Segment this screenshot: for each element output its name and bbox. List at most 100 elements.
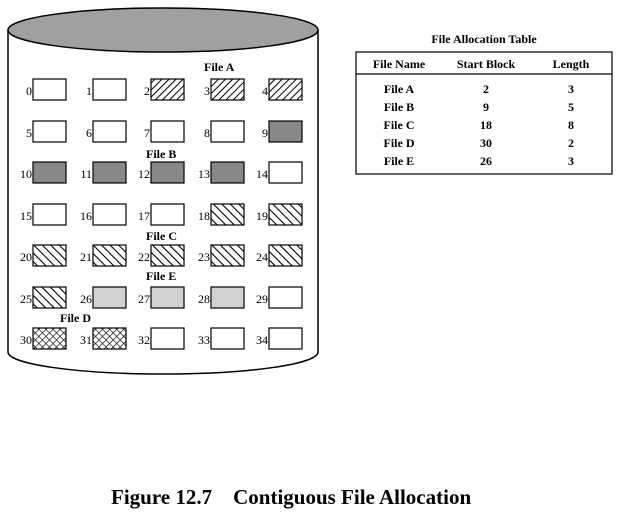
block-number: 32 <box>138 333 150 347</box>
block-number: 3 <box>204 84 210 98</box>
fat-title: File Allocation Table <box>431 32 537 46</box>
cylinder-top <box>7 7 319 53</box>
block-number: 11 <box>80 167 92 181</box>
fat-header-cell: Start Block <box>457 57 516 71</box>
fat-cell: 26 <box>480 154 492 168</box>
block-number: 34 <box>256 333 268 347</box>
disk-block-9 <box>268 120 303 143</box>
disk-block-25 <box>32 286 67 309</box>
fat-cell: 5 <box>568 100 574 114</box>
disk-block-11 <box>92 161 127 184</box>
file-label-c: File C <box>146 229 177 243</box>
block-number: 22 <box>138 250 150 264</box>
block-number: 33 <box>198 333 210 347</box>
block-number: 30 <box>20 333 32 347</box>
fat-cell: File C <box>384 118 415 132</box>
disk-block-12 <box>150 161 185 184</box>
file-allocation-table: File Allocation Table File Name Start Blo… <box>355 32 613 175</box>
fat-cell: File A <box>384 82 415 96</box>
disk-block-16 <box>92 203 127 226</box>
fat-cell: File E <box>384 154 414 168</box>
disk-block-22 <box>150 244 185 267</box>
disk-block-31 <box>92 327 127 350</box>
block-number: 9 <box>262 126 268 140</box>
block-number: 1 <box>86 84 92 98</box>
fat-header-cell: Length <box>553 57 590 71</box>
disk-block-14 <box>268 161 303 184</box>
block-number: 6 <box>86 126 92 140</box>
fat-cell: 3 <box>568 82 574 96</box>
disk-block-17 <box>150 203 185 226</box>
disk-block-23 <box>210 244 245 267</box>
file-label-b: File B <box>146 147 176 161</box>
block-number: 17 <box>138 209 150 223</box>
block-number: 19 <box>256 209 268 223</box>
block-number: 16 <box>80 209 92 223</box>
block-number: 28 <box>198 292 210 306</box>
block-number: 25 <box>20 292 32 306</box>
figure-caption: Figure 12.7 Contiguous File Allocation <box>111 485 471 509</box>
disk-block-20 <box>32 244 67 267</box>
disk-block-15 <box>32 203 67 226</box>
fat-cell: 2 <box>568 136 574 150</box>
block-number: 10 <box>20 167 32 181</box>
fat-cell: File B <box>384 100 414 114</box>
fat-header-cell: File Name <box>373 57 426 71</box>
disk-block-3 <box>210 78 245 101</box>
block-number: 21 <box>80 250 92 264</box>
disk-block-8 <box>210 120 245 143</box>
disk-block-5 <box>32 120 67 143</box>
block-number: 0 <box>26 84 32 98</box>
disk-block-13 <box>210 161 245 184</box>
fat-border <box>355 51 613 175</box>
disk-block-32 <box>150 327 185 350</box>
disk-block-0 <box>32 78 67 101</box>
fat-cell: 9 <box>483 100 489 114</box>
fat-cell: 18 <box>480 118 492 132</box>
block-number: 31 <box>80 333 92 347</box>
disk-block-21 <box>92 244 127 267</box>
block-number: 23 <box>198 250 210 264</box>
file-label-a: File A <box>204 60 235 74</box>
disk-block-26 <box>92 286 127 309</box>
block-number: 2 <box>144 84 150 98</box>
fat-cell: 2 <box>483 82 489 96</box>
block-number: 12 <box>138 167 150 181</box>
block-number: 13 <box>198 167 210 181</box>
block-number: 5 <box>26 126 32 140</box>
block-number: 26 <box>80 292 92 306</box>
block-number: 18 <box>198 209 210 223</box>
disk-block-33 <box>210 327 245 350</box>
file-label-d: File D <box>60 311 91 325</box>
block-number: 27 <box>138 292 150 306</box>
disk-block-18 <box>210 203 245 226</box>
disk-block-6 <box>92 120 127 143</box>
disk-block-19 <box>268 203 303 226</box>
disk-block-4 <box>268 78 303 101</box>
file-labels: File A File B File C File E File D <box>60 60 235 325</box>
block-number: 15 <box>20 209 32 223</box>
fat-cell: 8 <box>568 118 574 132</box>
disk-block-27 <box>150 286 185 309</box>
disk-cylinder <box>7 7 319 375</box>
block-number: 8 <box>204 126 210 140</box>
disk-block-10 <box>32 161 67 184</box>
disk-block-1 <box>92 78 127 101</box>
disk-block-28 <box>210 286 245 309</box>
block-number: 20 <box>20 250 32 264</box>
block-number: 14 <box>256 167 268 181</box>
fat-cell: 3 <box>568 154 574 168</box>
disk-block-34 <box>268 327 303 350</box>
disk-block-7 <box>150 120 185 143</box>
disk-block-24 <box>268 244 303 267</box>
disk-block-29 <box>268 286 303 309</box>
block-number: 7 <box>144 126 150 140</box>
block-number: 4 <box>262 84 268 98</box>
disk-block-30 <box>32 327 67 350</box>
fat-cell: File D <box>384 136 415 150</box>
file-label-e: File E <box>146 269 176 283</box>
disk-block-2 <box>150 78 185 101</box>
